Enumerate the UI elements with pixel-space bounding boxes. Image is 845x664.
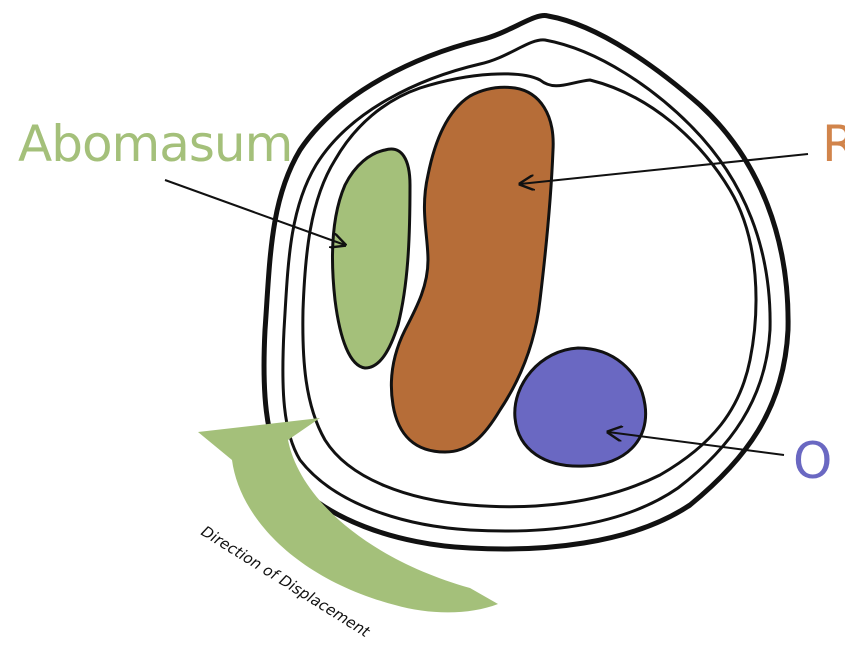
abomasum-shape [332, 149, 410, 368]
rumen-label: R [822, 115, 845, 173]
omasum-label: O [793, 432, 831, 490]
abomasum-label: Abomasum [18, 115, 292, 173]
abomasum-pointer [165, 180, 345, 245]
rumen-pointer [520, 154, 808, 184]
omasum-shape [515, 348, 646, 466]
